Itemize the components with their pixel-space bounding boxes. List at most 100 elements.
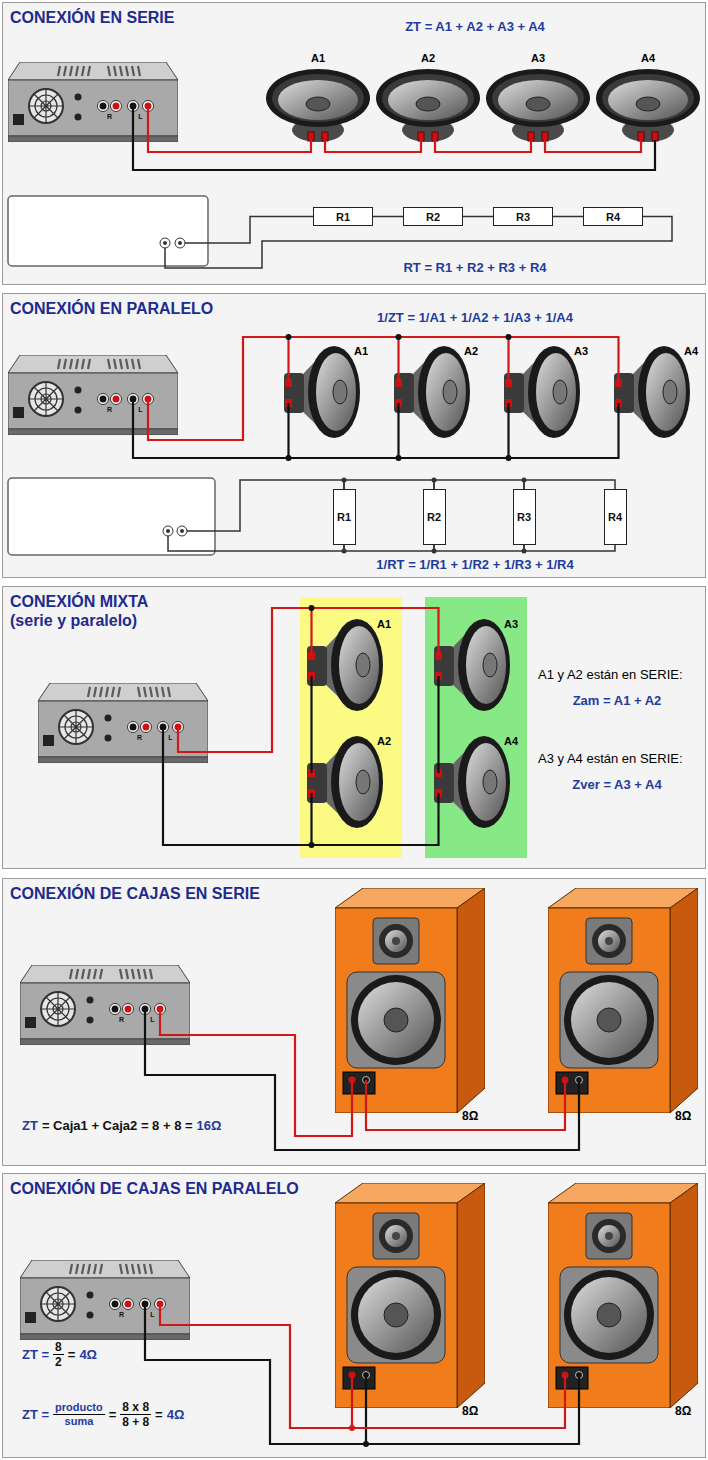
terminal-label: R [107,406,112,414]
resistor-symbol: R4 [604,489,627,545]
impedance-label: 8Ω [675,1405,691,1419]
speaker-label: A3 [574,345,588,358]
resistor-symbol: R3 [513,489,536,545]
speaker [614,346,690,438]
fraction-numerator: 8 [53,1340,64,1355]
formula-part: 16Ω [197,1118,222,1134]
panel-heading: CONEXIÓN DE CAJAS EN PARALELO [10,1179,299,1198]
terminal-label: R [119,1016,124,1024]
speaker [266,69,370,142]
fraction: productosuma [53,1401,105,1428]
speaker-label: A3 [531,52,545,65]
terminal-label: R [107,113,112,121]
formula: ZT = A1 + A2 + A3 + A4 [405,20,545,35]
source-box [8,478,215,555]
speaker-label: A2 [421,52,435,65]
fraction: 82 [53,1340,64,1370]
wire [434,480,524,489]
speaker [284,346,360,438]
wire [524,480,615,489]
resistor-label: R1 [336,211,350,223]
formula-part: 8 + 8 [122,1415,149,1429]
terminal-label: L [138,113,142,121]
terminal [163,526,187,536]
wire [434,545,524,551]
terminal-label: L [150,1016,154,1024]
black-wire [163,727,439,845]
speaker-label: A4 [641,52,655,65]
panel: CONEXIÓN DE CAJAS EN PARALELO [2,1173,706,1458]
formula-part: = [109,1407,117,1423]
resistor-symbol: R4 [583,207,643,226]
speaker [596,69,700,142]
terminal-label: R [137,734,142,742]
terminal [160,238,185,248]
speaker-cabinet [548,888,698,1113]
speaker-label: A3 [504,618,518,631]
formula-part: ZT = [22,1407,49,1423]
terminal-label: R [119,1311,124,1319]
speaker [434,619,510,711]
wire [373,216,403,218]
wire [524,545,615,551]
impedance-label: 8Ω [462,1405,478,1419]
terminal-label: L [150,1311,154,1319]
formula: Zver = A3 + A4 [572,778,661,793]
resistor-label: R2 [427,511,441,523]
formula-part: ZT [22,1118,38,1134]
speaker [307,619,383,711]
fraction-numerator: 8 x 8 [120,1400,151,1415]
source-box [8,196,208,266]
terminal-label: L [138,406,142,414]
speaker [307,736,383,828]
wire [344,480,434,489]
resistor-symbol: R2 [423,489,446,545]
speaker-label: A2 [464,345,478,358]
formula-part: = Caja1 + Caja2 = 8 + 8 = [42,1118,193,1134]
speaker-label: A4 [684,345,698,358]
speaker-label: A2 [377,735,391,748]
speaker-label: A4 [504,735,518,748]
resistor-symbol: R1 [313,207,373,226]
panel: CONEXIÓN EN PARALELOR1R2R3R4 [2,293,706,578]
formula-part: = [155,1407,163,1423]
panel: CONEXIÓN MIXTA (serie y paralelo) [2,586,706,869]
note: A3 y A4 están en SERIE: [538,752,683,767]
black-wire [145,1304,579,1444]
speaker-cabinet [335,1183,485,1408]
black-wire [133,106,655,170]
fraction: 8 x 88 + 8 [120,1400,151,1430]
red-wire [148,337,619,440]
junction-dot [342,478,527,554]
amplifier [8,62,178,142]
panel-heading: CONEXIÓN EN PARALELO [10,299,213,318]
amplifier [20,1260,190,1340]
impedance-label: 8Ω [462,1110,478,1124]
formula-part: = [68,1347,76,1363]
speaker [486,69,590,142]
resistor-label: R4 [606,211,620,223]
panel: CONEXIÓN EN SERIER1R2R3R4 [2,2,706,285]
speaker [376,69,480,142]
yellow-band [300,597,402,858]
wire [553,216,583,218]
formula-row: ZT =productosuma=8 x 88 + 8=4Ω [22,1400,184,1430]
note: A1 y A2 están en SERIE: [538,668,683,683]
junction-dot [309,605,315,848]
fraction-numerator: producto [53,1401,105,1415]
terminal-label: L [168,734,172,742]
formula-part: ZT = [22,1347,49,1363]
resistor-label: R3 [517,511,531,523]
formula-part: 2 [55,1355,62,1369]
panel-heading: CONEXIÓN DE CAJAS EN SERIE [10,884,260,903]
speaker [394,346,470,438]
series-link [312,676,439,773]
formula-part: suma [65,1415,94,1428]
red-wire [160,1009,565,1136]
red-wire [178,608,439,752]
formula: Zam = A1 + A2 [573,694,662,709]
wire [168,531,344,551]
wire [344,545,434,551]
